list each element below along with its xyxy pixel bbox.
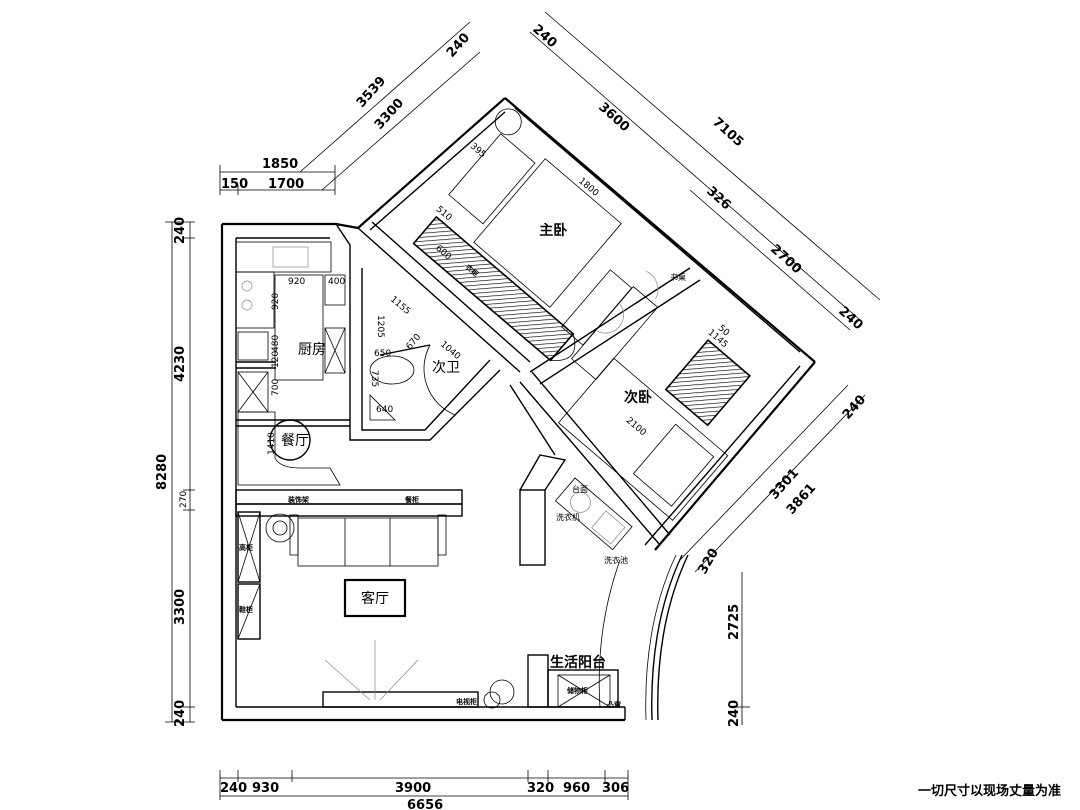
measurement-note: 一切尺寸以现场丈量为准 — [918, 783, 1061, 799]
dimension-label: 960 — [563, 781, 590, 796]
decor-shelf-label: 装饰架 — [287, 495, 309, 504]
dim-395: 395 — [468, 142, 488, 161]
dimension-label: 400 — [328, 277, 345, 287]
dimension-label: 8280 — [155, 454, 170, 490]
dimension-label: 1410 — [267, 432, 277, 455]
dimension-label: 1205 — [375, 315, 385, 338]
dimension-label: 1850 — [262, 157, 298, 172]
dimension-label: 735 — [369, 370, 379, 387]
interior-walls — [235, 221, 701, 708]
room-label-living: 客厅 — [361, 590, 389, 607]
dimension-label: 3900 — [395, 781, 431, 796]
dimension-label: 240 — [727, 700, 742, 727]
dimension-label: 670 — [405, 332, 424, 352]
dining-cabinet-label: 餐柜 — [404, 495, 419, 504]
dimension-label: 326 — [703, 184, 733, 213]
desk-label: 书桌 — [670, 272, 686, 282]
washer-label: 洗衣机 — [556, 512, 580, 522]
dimension-label: 240 — [835, 304, 865, 333]
storage-cabinet-label: 储物柜 — [566, 686, 588, 695]
dimension-lines — [165, 11, 881, 800]
dimension-label: 240 — [444, 30, 473, 60]
dimension-label: 240 — [220, 781, 247, 796]
counter-label: 台面 — [572, 484, 588, 494]
dimension-label: 240 — [173, 700, 188, 727]
dimension-label: 320 — [695, 546, 722, 577]
kitchen-fixtures — [235, 241, 346, 486]
dimension-label: 700 — [271, 379, 281, 396]
dimension-label: 920 — [271, 293, 281, 310]
dimension-label: 3300 — [372, 96, 407, 133]
shoe-cabinet-label: 鞋柜 — [239, 605, 253, 614]
dimension-label: 3539 — [354, 74, 389, 111]
tv-cabinet-label: 电视柜 — [456, 697, 477, 706]
dimension-label: 4230 — [173, 346, 188, 382]
living-room-furniture — [237, 511, 611, 709]
dimension-label: 306 — [602, 781, 629, 796]
dimension-label: 240 — [529, 22, 559, 51]
dimension-label: 240 — [173, 217, 188, 244]
second-bedroom-furniture: 2100 1145 50 — [557, 269, 752, 521]
wash-basin-label: 洗衣池 — [604, 555, 628, 565]
tall-cabinet-label: 高柜 — [239, 543, 253, 552]
dimension-label: 270 — [179, 491, 189, 508]
room-label-master-bedroom: 主卧 — [539, 222, 567, 239]
master-bedroom-furniture: 主卧 衣柜 1800 510 600 395 — [412, 108, 659, 381]
room-label-dining: 餐厅 — [281, 433, 309, 449]
room-label-kitchen: 厨房 — [298, 342, 326, 358]
bathroom-fixtures — [369, 344, 456, 421]
dimension-label: 6656 — [407, 798, 443, 810]
laundry-fixtures — [554, 477, 633, 551]
dimension-label: 1040 — [438, 340, 462, 363]
dimension-label: 240 — [840, 392, 869, 422]
dimension-label: 930 — [252, 781, 279, 796]
dimension-label: 640 — [376, 405, 393, 415]
dimension-label: 3300 — [173, 589, 188, 625]
dimension-label: 2700 — [767, 242, 804, 277]
dimension-label: 7105 — [709, 115, 746, 150]
room-label-bathroom: 次卫 — [432, 360, 460, 376]
dim-2100: 2100 — [624, 416, 648, 439]
dimension-labels: 1850 150 1700 3539 3300 240 240 3600 710… — [155, 22, 869, 810]
dimension-label: 1155 — [388, 295, 412, 317]
dimension-label: 320 — [527, 781, 554, 796]
room-label-balcony: 生活阳台 — [550, 654, 606, 671]
dimension-label: 920 — [288, 277, 305, 287]
dimension-label: 1700 — [268, 177, 304, 192]
dimension-label: 650 — [374, 349, 391, 359]
dimension-label: 480 — [271, 335, 281, 352]
dimension-label: 150 — [221, 177, 248, 192]
dimension-label: 2725 — [727, 604, 742, 640]
dimension-label: 120 — [271, 351, 281, 368]
window-label: 凸窗 — [607, 700, 621, 709]
room-label-second-bedroom: 次卧 — [624, 389, 652, 406]
